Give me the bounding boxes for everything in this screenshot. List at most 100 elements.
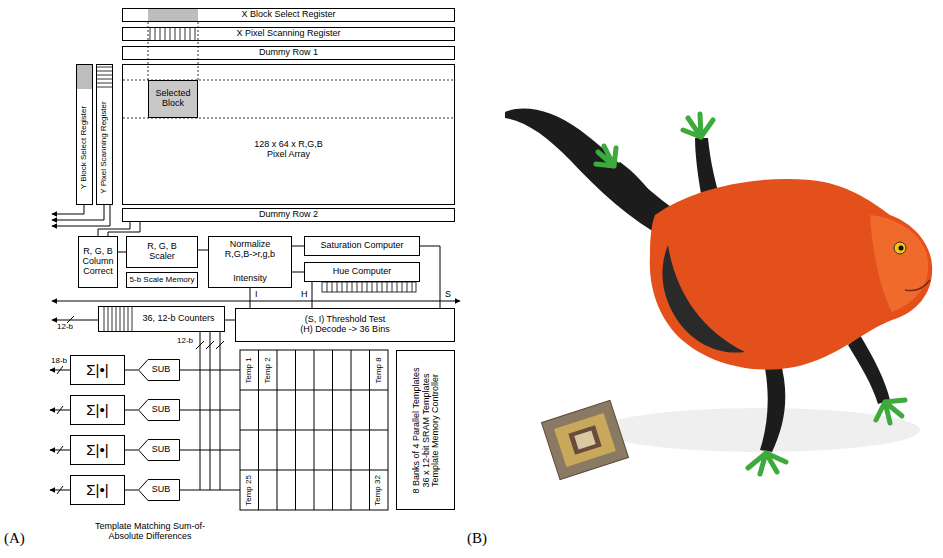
node-text: (H) Decode -> 36 Bins [300, 325, 389, 335]
bit-width: 18-b [50, 357, 68, 366]
memory-controller: 8 Banks of 4 Parallel Templates36 x 12-b… [396, 350, 455, 510]
subtractor: SUB [138, 359, 180, 381]
lizard-illustration [894, 242, 906, 254]
node-text: Dummy Row 1 [259, 48, 318, 58]
register-shading [148, 9, 198, 21]
subtractor: SUB [138, 479, 180, 501]
subtractor: SUB [138, 439, 180, 461]
panel-label: (A) [3, 530, 26, 547]
lizard-illustration [760, 360, 785, 452]
subtractor-outline [139, 360, 180, 381]
node-text: Dummy Row 2 [259, 210, 318, 220]
bus-label: I [254, 290, 259, 300]
sad-accumulator: Σ|•| [70, 355, 125, 385]
sad-output [57, 366, 63, 494]
bit-width: 12-b [56, 323, 74, 332]
template-bus [196, 341, 224, 349]
lizard-illustration [612, 162, 656, 205]
lizard-illustration [748, 453, 786, 474]
node-text: Template Memory Controller [430, 373, 440, 486]
bus-label: S [444, 290, 452, 300]
template-cell: Temp 2 [263, 356, 272, 384]
register-bar: X Pixel Scanning Register [122, 27, 455, 41]
node-text: 36, 12-b Counters [142, 314, 214, 324]
node-text: Σ|•| [86, 402, 108, 419]
readout-wire [52, 205, 84, 214]
template-bus [180, 332, 240, 490]
node-text: SUB [152, 365, 171, 375]
lizard-illustration [899, 246, 904, 251]
readout-wire [108, 222, 140, 236]
template-cell: Temp 32 [374, 474, 383, 507]
node-text: Selected Block [151, 89, 195, 109]
hue-bins [322, 282, 416, 292]
data-bus [52, 301, 460, 302]
connector [292, 246, 304, 247]
node-text: 5-b Scale Memory [130, 276, 195, 285]
template-cell: Temp 8 [374, 356, 383, 384]
lizard-illustration [596, 146, 616, 166]
sad-output [50, 366, 70, 494]
sad-accumulator: Σ|•| [70, 475, 125, 505]
lizard-illustration [683, 114, 713, 137]
readout-wire [52, 205, 104, 220]
pixel-array: Selected Block 128 x 64 x R,G,B Pixel Arr… [122, 64, 455, 205]
connector [125, 450, 138, 451]
selection-guide [148, 22, 149, 80]
template-grid [240, 390, 388, 470]
hue-bins [322, 282, 416, 292]
node-text: (S, I) Threshold Test [305, 315, 386, 325]
node-text: SUB [152, 405, 171, 415]
template-grid [240, 350, 388, 510]
node-text: 8 Banks of 4 Parallel Templates [411, 367, 421, 493]
counter-cells [104, 307, 132, 331]
rotated-text: Y Pixel Scanning Register [97, 91, 112, 204]
data-bus [52, 301, 460, 324]
lizard-illustration [650, 179, 932, 370]
panel-label: (B) [466, 530, 488, 547]
selection-guide [123, 22, 454, 118]
rotated-text: Y Block Select Register [77, 91, 92, 204]
node-text: Y Block Select Register [80, 106, 89, 189]
lizard-illustration [870, 215, 928, 312]
node-text: Σ|•| [86, 362, 108, 379]
connector [225, 320, 235, 321]
dummy-row: Dummy Row 1 [122, 46, 455, 60]
data-bus [52, 320, 98, 321]
process-box: Saturation Computer [304, 236, 420, 256]
sad-accumulator: Σ|•| [70, 435, 125, 465]
subtractor-outline [139, 480, 180, 501]
sad-accumulator: Σ|•| [70, 395, 125, 425]
block-caption: Template Matching Sum-of-Absolute Differ… [84, 522, 216, 542]
counter-bank: 36, 12-b Counters [98, 306, 225, 332]
node-text: 128 x 64 x R,G,B Pixel Array [244, 140, 334, 160]
register-column: Y Block Select Register [76, 64, 93, 205]
subtractor-outline [139, 440, 180, 461]
process-box: Normalize R,G,B->r,g,bIntensity [208, 236, 292, 288]
lizard-illustration [541, 400, 628, 479]
connector [292, 272, 304, 273]
lizard-illustration [574, 431, 595, 450]
lizard-illustration [905, 280, 930, 291]
process-box: R, G, B Column Correct [78, 236, 118, 288]
counter-cells [104, 307, 132, 331]
connector [312, 282, 313, 308]
subtractor-outline [139, 400, 180, 421]
rotated-text: 8 Banks of 4 Parallel Templates36 x 12-b… [397, 351, 454, 509]
selection-guide [198, 22, 199, 80]
template-bus [180, 370, 240, 490]
connector [420, 246, 440, 308]
subtractor: SUB [138, 399, 180, 421]
node-text: R, G, B Column Correct [81, 247, 115, 277]
node-text: X Block Select Register [241, 10, 335, 20]
connector [125, 490, 138, 491]
register-bar: X Block Select Register [122, 8, 455, 22]
template-grid [240, 350, 388, 510]
process-box: (S, I) Threshold Test(H) Decode -> 36 Bi… [235, 308, 455, 342]
node-text: 36 x 12-bit SRAM Templates [421, 373, 431, 487]
register-hatch [97, 67, 112, 87]
process-box: R, G, B Scaler [126, 236, 198, 268]
bit-width: 12-b [176, 337, 194, 346]
node-text: Σ|•| [86, 482, 108, 499]
memory-box: 5-b Scale Memory [126, 272, 198, 288]
